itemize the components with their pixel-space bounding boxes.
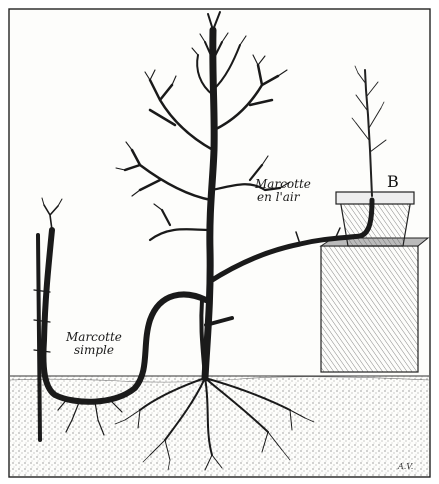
pedestal-block xyxy=(321,238,428,372)
pot-letter-label: B xyxy=(387,172,399,191)
engraver-signature: A.V. xyxy=(398,462,413,471)
air-layering-label: Marcotte en l'air xyxy=(255,178,311,204)
simple-layering-label-line2: simple xyxy=(66,344,122,357)
air-layering-label-line2: en l'air xyxy=(255,191,311,204)
simple-layering-label: Marcotte simple xyxy=(66,331,122,357)
